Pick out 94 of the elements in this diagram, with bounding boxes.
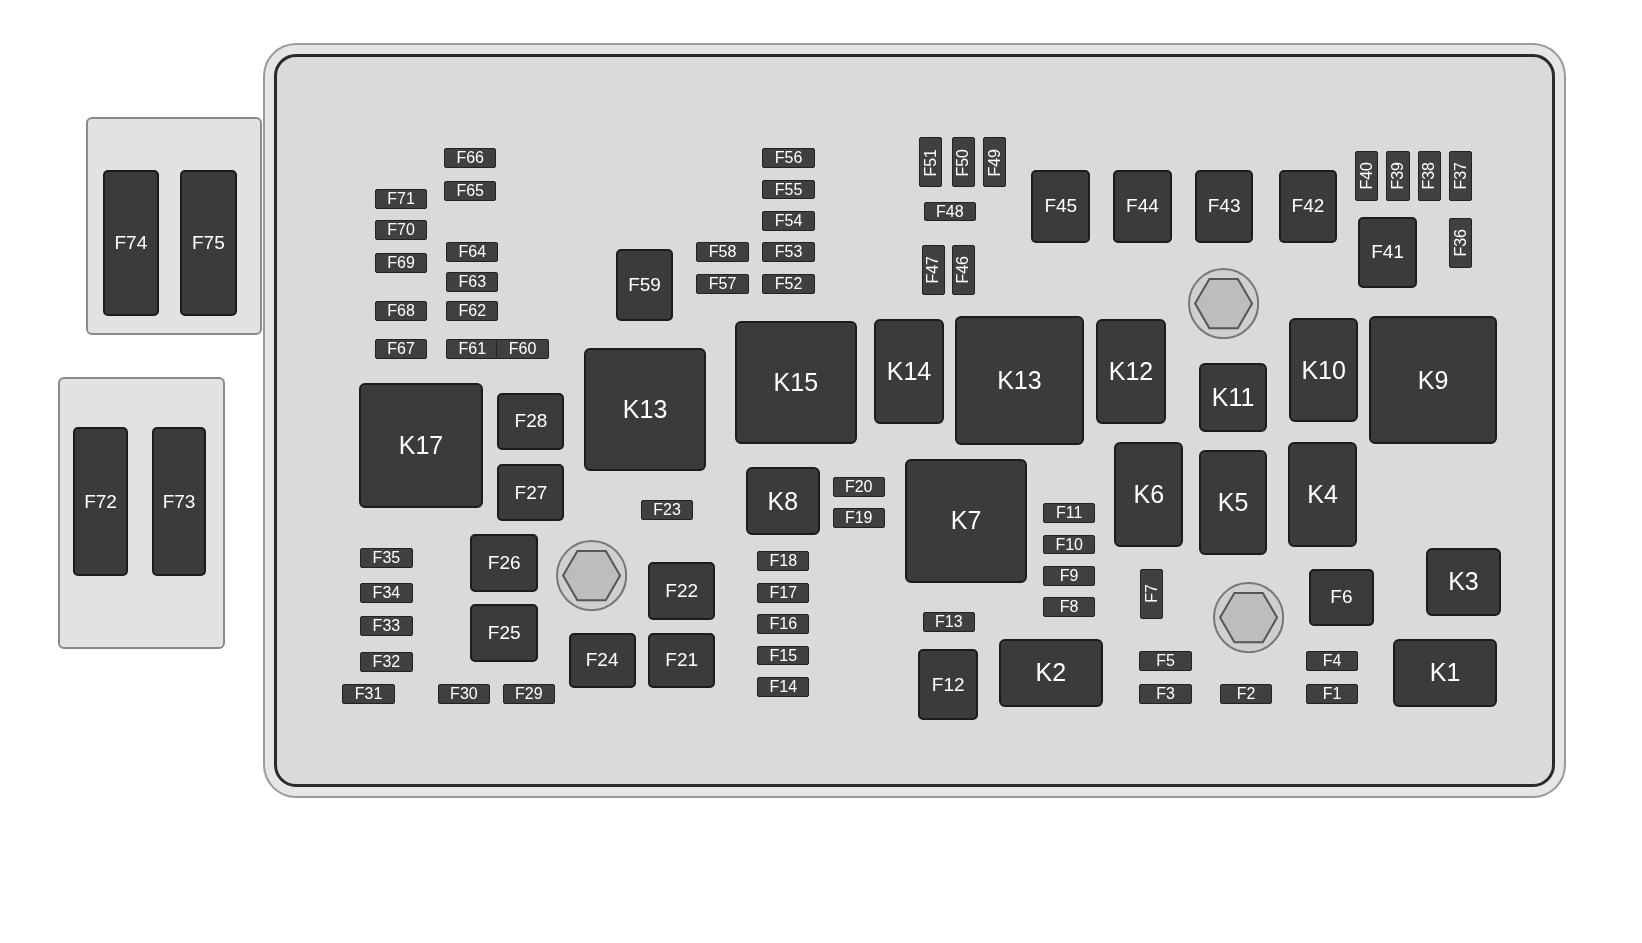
- fuse: F4: [1305, 650, 1359, 671]
- fuse: F71: [374, 189, 428, 209]
- fuse: F50: [951, 137, 975, 188]
- fuse: F53: [762, 242, 815, 263]
- relay: K7: [904, 458, 1028, 584]
- fuse: F17: [757, 582, 810, 603]
- fuse: F73: [151, 427, 207, 576]
- fuse: F67: [374, 338, 428, 359]
- fuse-holder: [85, 117, 262, 336]
- fuse: F54: [762, 211, 815, 231]
- fuse: F12: [918, 649, 979, 721]
- fuse: F55: [762, 179, 815, 200]
- fuse: F75: [180, 169, 237, 317]
- fuse: F13: [922, 612, 975, 632]
- fuse: F57: [696, 273, 749, 294]
- fuse: F8: [1043, 597, 1096, 618]
- fuse: F35: [360, 548, 413, 569]
- fuse: F14: [757, 677, 810, 697]
- relay: K15: [735, 321, 857, 444]
- fuse: F16: [757, 614, 810, 635]
- fuse: F34: [360, 582, 413, 603]
- relay: K13: [955, 316, 1084, 446]
- fuse: F21: [648, 632, 716, 688]
- fuse: F22: [648, 562, 716, 620]
- fuse: F3: [1139, 684, 1192, 705]
- relay: K1: [1392, 638, 1498, 707]
- fuse: F20: [832, 477, 885, 497]
- relay: K9: [1368, 316, 1498, 444]
- fuse: F1: [1305, 684, 1359, 705]
- fuse: F28: [497, 392, 565, 451]
- fuse: F26: [470, 534, 539, 592]
- fuse: F68: [374, 301, 428, 321]
- fuse: F19: [832, 508, 885, 529]
- relay: K10: [1289, 318, 1359, 422]
- fuse: F63: [446, 271, 499, 292]
- fuse: F46: [951, 245, 975, 296]
- fuse: F45: [1031, 169, 1091, 243]
- fuse: F61: [446, 338, 499, 359]
- relay: K11: [1199, 363, 1268, 433]
- fuse: F33: [360, 616, 413, 637]
- fuse-holder: [57, 377, 226, 650]
- fuse: F66: [444, 148, 497, 169]
- fuse: F31: [342, 684, 395, 705]
- fuse: F60: [496, 338, 549, 359]
- fuse: F27: [497, 463, 565, 522]
- relay: K12: [1096, 319, 1166, 425]
- fuse: F72: [73, 427, 128, 576]
- fuse: F62: [446, 301, 499, 321]
- relay: K5: [1199, 450, 1268, 555]
- fuse: F51: [919, 137, 943, 188]
- fuse: F9: [1043, 566, 1096, 586]
- fuse: F37: [1449, 150, 1473, 202]
- fuse: F39: [1386, 150, 1410, 202]
- fuse: F41: [1358, 216, 1417, 288]
- fuse: F48: [923, 201, 976, 222]
- fuse: F6: [1309, 568, 1374, 627]
- fuse: F70: [374, 220, 428, 241]
- fuse: F40: [1355, 150, 1379, 202]
- fuse: F65: [444, 180, 497, 201]
- fuse: F18: [757, 551, 810, 572]
- fuse: F74: [102, 169, 160, 317]
- fuse: F25: [470, 604, 539, 662]
- fuse: F29: [502, 684, 555, 705]
- fuse: F42: [1278, 169, 1338, 243]
- fuse: F44: [1113, 169, 1172, 243]
- relay: K14: [874, 319, 944, 425]
- fuse: F52: [762, 273, 815, 294]
- fuse: F47: [921, 245, 945, 296]
- relay: K8: [745, 467, 820, 536]
- fuse: F69: [374, 252, 428, 273]
- fuse: F11: [1043, 503, 1096, 524]
- fuse: F43: [1194, 169, 1254, 243]
- fuse: F7: [1140, 568, 1164, 619]
- relay: K2: [999, 638, 1103, 707]
- relay: K3: [1426, 547, 1501, 616]
- fuse: F56: [762, 148, 815, 169]
- relay: K4: [1288, 441, 1358, 547]
- relay: K13: [584, 347, 706, 472]
- fuse: F5: [1139, 650, 1192, 671]
- fuse: F32: [360, 651, 413, 672]
- fuse: F36: [1449, 217, 1473, 269]
- fuse: F24: [568, 632, 636, 688]
- relay: K6: [1114, 441, 1184, 547]
- fuse: F23: [640, 500, 694, 520]
- relay: K17: [359, 383, 483, 508]
- fuse: F59: [615, 249, 674, 322]
- fuse: F10: [1043, 534, 1096, 555]
- fuse: F38: [1417, 150, 1441, 202]
- fuse: F2: [1219, 684, 1273, 705]
- fuse: F64: [446, 242, 499, 263]
- fuse: F15: [757, 645, 810, 666]
- fuse: F30: [437, 684, 491, 705]
- fuse: F58: [696, 242, 749, 263]
- fuse: F49: [983, 137, 1007, 188]
